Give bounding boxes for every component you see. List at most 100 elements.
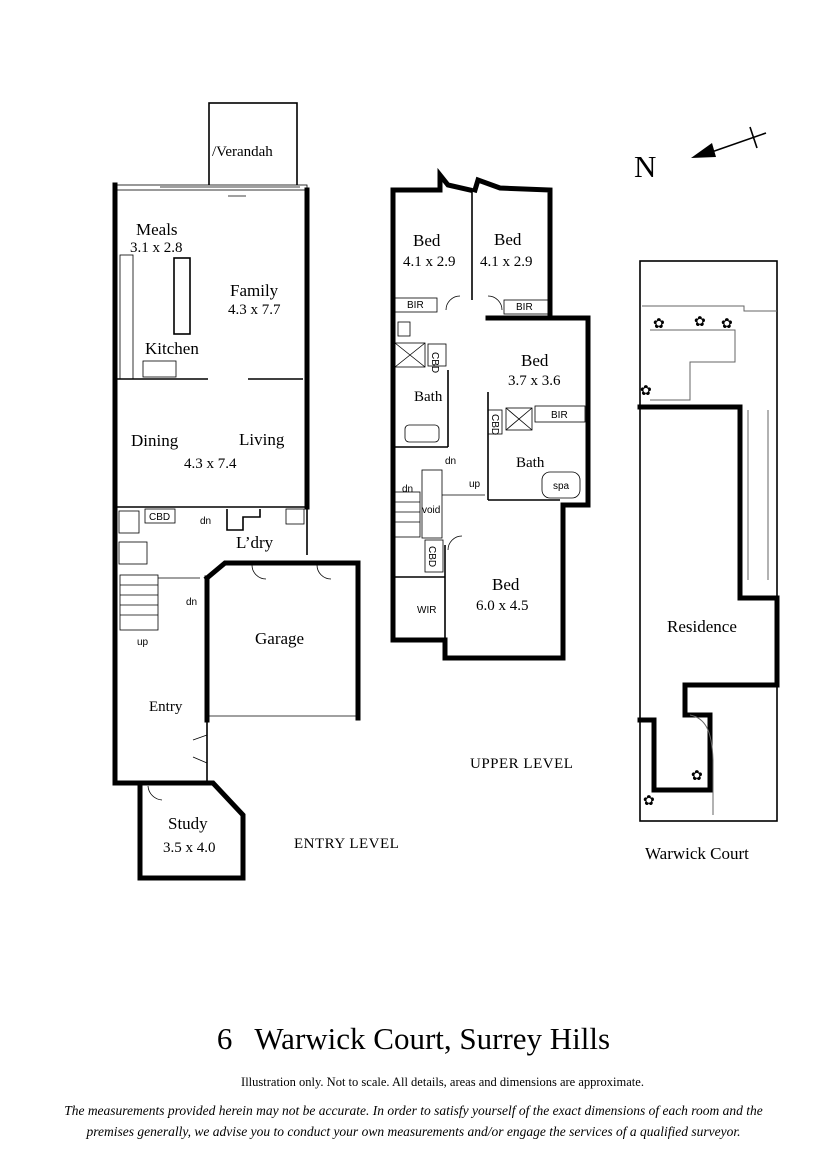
entry-cbd-box <box>144 508 176 524</box>
laundry-label: L’dry <box>236 533 274 552</box>
bed1-dims: 4.1 x 2.9 <box>403 254 456 270</box>
entry-dn-label-1: dn <box>200 516 211 527</box>
tree-icon: ✿ <box>694 315 706 330</box>
meals-label: Meals <box>136 220 178 239</box>
bed3-label: Bed <box>521 351 549 370</box>
study-dims: 3.5 x 4.0 <box>163 840 216 856</box>
kitchen-label: Kitchen <box>145 339 199 358</box>
residence-label: Residence <box>667 617 737 636</box>
entry-stairs <box>119 574 200 631</box>
bed1-door-swing <box>445 295 461 311</box>
site-plan: ✿ ✿ ✿ ✿ ✿ ✿ Residence Warwick Court <box>637 260 780 863</box>
north-arrow-head <box>691 143 716 158</box>
upper-dn-label-2: dn <box>402 484 413 495</box>
bed1-label: Bed <box>413 231 441 250</box>
garage-north-wall <box>203 560 361 721</box>
disclaimer-line-1: The measurements provided herein may not… <box>64 1103 763 1118</box>
bed3-outer-wall <box>485 315 591 508</box>
bir-3-box <box>534 405 586 423</box>
family-window-strip <box>114 184 308 191</box>
bath1-tub <box>404 424 440 443</box>
illustration-note: Illustration only. Not to scale. All det… <box>241 1075 644 1089</box>
spa-bath <box>541 471 581 499</box>
void-box <box>421 469 443 539</box>
entry-level-label: ENTRY LEVEL <box>294 836 399 852</box>
upper-dn-label-1: dn <box>445 456 456 467</box>
kitchen-cooktop <box>142 360 177 378</box>
upper-up-label: up <box>469 479 481 490</box>
laundry-tub <box>285 508 305 525</box>
void-label: void <box>422 505 440 516</box>
cbd-3-label: CBD <box>426 546 437 567</box>
ensuite-shower <box>505 407 533 431</box>
disclaimer-line-2: premises generally, we advise you to con… <box>86 1124 741 1139</box>
study-outline <box>137 780 246 881</box>
bath2-label: Bath <box>516 455 545 471</box>
bed2-door-swing <box>487 295 503 311</box>
garage-label: Garage <box>255 629 304 648</box>
dining-label: Dining <box>131 431 179 450</box>
bed4-door-swing <box>447 535 463 551</box>
kitchen-bench <box>119 254 134 380</box>
street-label: Warwick Court <box>645 844 749 863</box>
driveway-outline <box>650 329 736 401</box>
bir-1-box <box>394 297 438 313</box>
entry-level-plan: /Verandah Meals 3.1 x 2.8 Family 4.3 x 7… <box>112 102 399 881</box>
cbd-1-label: CBD <box>429 352 440 373</box>
entry-cbd-label: CBD <box>149 512 170 523</box>
entry-basin <box>118 541 148 565</box>
verandah-label: /Verandah <box>212 144 273 160</box>
kitchen-island <box>173 257 191 335</box>
living-dining-dims: 4.3 x 7.4 <box>184 456 237 472</box>
measurement-disclaimer: The measurements provided herein may not… <box>0 1100 827 1142</box>
tree-icon: ✿ <box>643 794 655 809</box>
tree-icon: ✿ <box>691 769 703 784</box>
cbd-3-box <box>424 539 444 573</box>
bir-2-box <box>503 299 549 315</box>
site-fence <box>642 305 777 312</box>
upper-stairs <box>394 491 421 538</box>
laundry-outline <box>226 509 261 531</box>
north-arrow-tick <box>749 126 758 149</box>
bed2-dims: 4.1 x 2.9 <box>480 254 533 270</box>
living-label: Living <box>239 430 285 449</box>
upper-north-wall-b <box>471 176 553 321</box>
study-label: Study <box>168 814 208 833</box>
bir-3-label: BIR <box>551 410 568 421</box>
entry-label: Entry <box>149 699 183 715</box>
bed2-label: Bed <box>494 230 522 249</box>
tree-icon: ✿ <box>640 384 652 399</box>
entry-up-label: up <box>137 637 149 648</box>
upper-level-plan: Bed 4.1 x 2.9 Bed 4.1 x 2.9 BIR BIR Bed … <box>390 167 591 772</box>
garage-door-swing <box>251 564 267 580</box>
site-boundary <box>639 260 778 822</box>
bir-1-label: BIR <box>407 300 424 311</box>
entry-dn-label-2: dn <box>186 597 197 608</box>
spa-label: spa <box>553 481 570 492</box>
residence-outline <box>637 404 780 793</box>
bed4-label: Bed <box>492 575 520 594</box>
upper-north-wall-a <box>390 167 473 193</box>
site-path <box>689 714 714 815</box>
bath1-label: Bath <box>414 389 443 405</box>
bir-2-label: BIR <box>516 302 533 313</box>
entry-toilet <box>118 510 140 534</box>
entry-front-doors <box>192 734 208 764</box>
bed4-dims: 6.0 x 4.5 <box>476 598 529 614</box>
property-title: 6 Warwick Court, Surrey Hills <box>0 1021 827 1057</box>
bath1-toilet <box>397 321 411 337</box>
family-label: Family <box>230 281 279 300</box>
upper-outer-wall <box>390 187 566 661</box>
north-letter: N <box>634 149 656 184</box>
street-number: 6 <box>216 1021 233 1056</box>
meals-dims: 3.1 x 2.8 <box>130 240 183 256</box>
street-address: Warwick Court, Surrey Hills <box>254 1021 611 1056</box>
bed3-dims: 3.7 x 3.6 <box>508 373 561 389</box>
upper-level-label: UPPER LEVEL <box>470 756 573 772</box>
cbd-1-box <box>427 343 447 367</box>
wir-label: WIR <box>417 605 436 616</box>
family-dims: 4.3 x 7.7 <box>228 302 281 318</box>
cbd-2-label: CBD <box>489 414 500 435</box>
north-compass: N <box>634 126 767 184</box>
